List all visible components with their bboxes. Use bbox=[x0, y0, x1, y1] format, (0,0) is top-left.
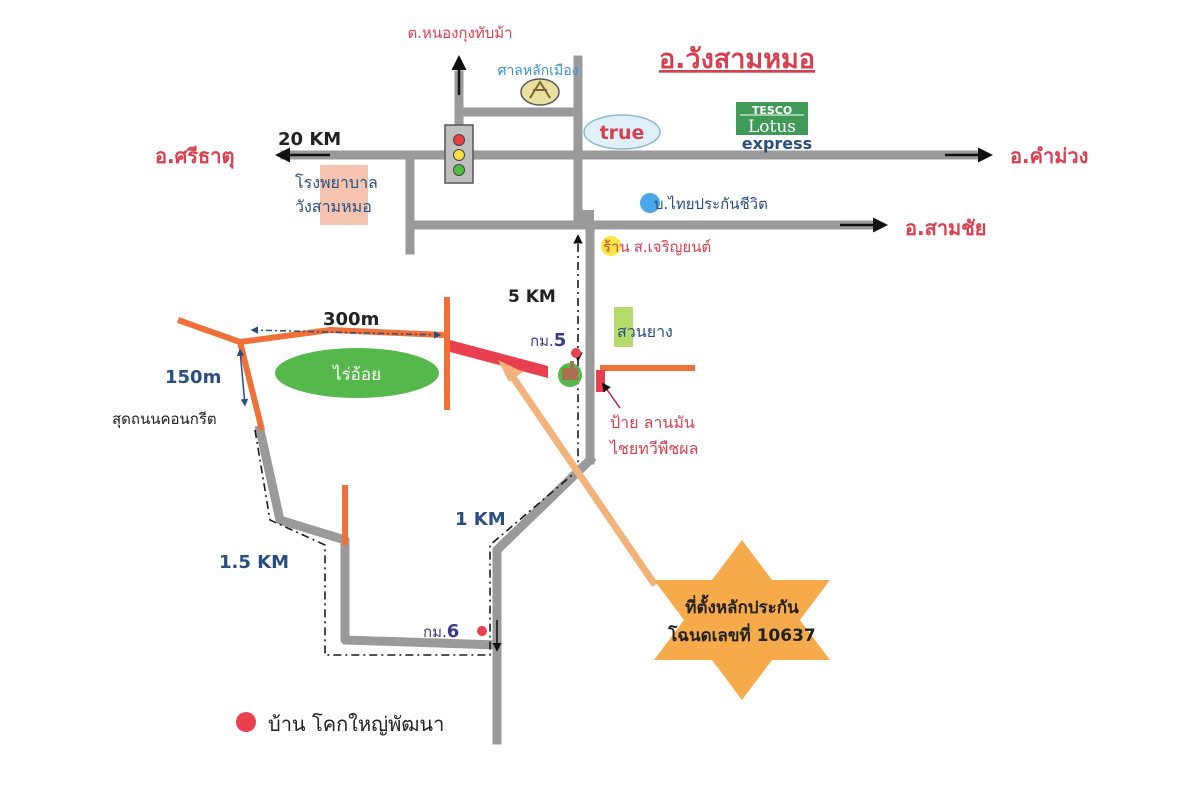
collateral-star: ที่ตั้งหลักประกัน โฉนดเลขที่ 10637 bbox=[654, 540, 830, 700]
shrine-icon bbox=[520, 78, 560, 106]
measure-300m bbox=[250, 326, 442, 339]
collateral-line1: ที่ตั้งหลักประกัน bbox=[685, 594, 799, 618]
sign-label-line1: ป้าย ลานมัน bbox=[610, 413, 695, 432]
insurance-marker bbox=[640, 193, 660, 213]
road-network bbox=[254, 55, 980, 745]
sugarcane-field bbox=[275, 348, 439, 398]
collateral-pointer bbox=[498, 360, 658, 587]
measure-150m bbox=[236, 348, 249, 407]
traffic-light-icon bbox=[444, 124, 474, 184]
concrete-end-label: สุดถนนคอนกรีต bbox=[112, 410, 217, 429]
hospital-marker bbox=[320, 165, 368, 225]
west-distance-label: 20 KM bbox=[278, 129, 341, 150]
km5-prefix: กม. bbox=[530, 332, 554, 350]
lotus-text: Lotus bbox=[748, 117, 796, 137]
village-marker bbox=[236, 712, 256, 732]
mid-distance-label: 1 KM bbox=[455, 509, 506, 530]
sign-pointer-arrow bbox=[601, 382, 621, 409]
express-text: express bbox=[742, 134, 812, 153]
lower-left-distance-label: 1.5 KM bbox=[219, 552, 289, 573]
rubber-plantation-marker bbox=[614, 307, 633, 347]
shop-name: ส.เจริญยนต์ bbox=[634, 238, 711, 256]
north-south-distance-label: 5 KM bbox=[508, 287, 556, 307]
top-side-distance-label: 300m bbox=[323, 309, 379, 330]
sign-label-line2: ไชยทวีพืชผล bbox=[608, 439, 698, 458]
measurement-arrows bbox=[236, 326, 442, 407]
southeast-destination-label: อ.สามชัย bbox=[905, 216, 987, 240]
km6-label: กม.6 bbox=[423, 621, 459, 642]
true-logo-text: true bbox=[600, 122, 645, 144]
left-side-distance-label: 150m bbox=[165, 367, 221, 388]
km6-marker bbox=[477, 626, 487, 636]
north-destination-label: ต.หนองกุงทับม้า bbox=[407, 24, 512, 43]
route-path bbox=[254, 360, 579, 656]
shop-marker bbox=[601, 236, 621, 256]
shrine-label: ศาลหลักเมือง bbox=[498, 63, 579, 79]
hospital-label-line2: วังสามหมอ bbox=[295, 197, 372, 216]
plot-access-road bbox=[450, 340, 548, 378]
map-title: อ.วังสามหมอ bbox=[659, 44, 815, 75]
tesco-text: TESCO bbox=[752, 104, 792, 117]
east-destination-label: อ.คำม่วง bbox=[1010, 144, 1088, 168]
lower-loop-road bbox=[254, 424, 502, 650]
factory-icon bbox=[558, 361, 582, 387]
km5-marker bbox=[571, 348, 581, 358]
south-diagonal-road bbox=[492, 453, 597, 745]
road-direction-arrows bbox=[275, 55, 993, 233]
sugarcane-label: ไร่อ้อย bbox=[331, 364, 381, 385]
true-store-logo: true bbox=[583, 114, 661, 150]
insurance-label: บ.ไทยประกันชีวิต bbox=[654, 195, 768, 213]
west-destination-label: อ.ศรีธาตุ bbox=[155, 144, 234, 169]
route-line bbox=[254, 234, 583, 656]
km6-number: 6 bbox=[447, 621, 460, 642]
km5-label: กม.5 bbox=[530, 330, 566, 351]
sign-marker bbox=[596, 370, 605, 392]
hospital-label-line1: โรงพยาบาล bbox=[295, 173, 378, 192]
collateral-line2: โฉนดเลขที่ 10637 bbox=[667, 623, 816, 646]
village-label: บ้าน โคกใหญ่พัฒนา bbox=[268, 712, 444, 736]
shop-label: ร้านส.เจริญยนต์ bbox=[603, 238, 711, 256]
km6-prefix: กม. bbox=[423, 623, 447, 641]
shop-prefix: ร้าน bbox=[603, 238, 630, 256]
rubber-plantation-label: สวนยาง bbox=[617, 322, 673, 341]
tesco-lotus-logo: TESCO Lotus express bbox=[736, 102, 812, 153]
km5-number: 5 bbox=[554, 330, 567, 351]
